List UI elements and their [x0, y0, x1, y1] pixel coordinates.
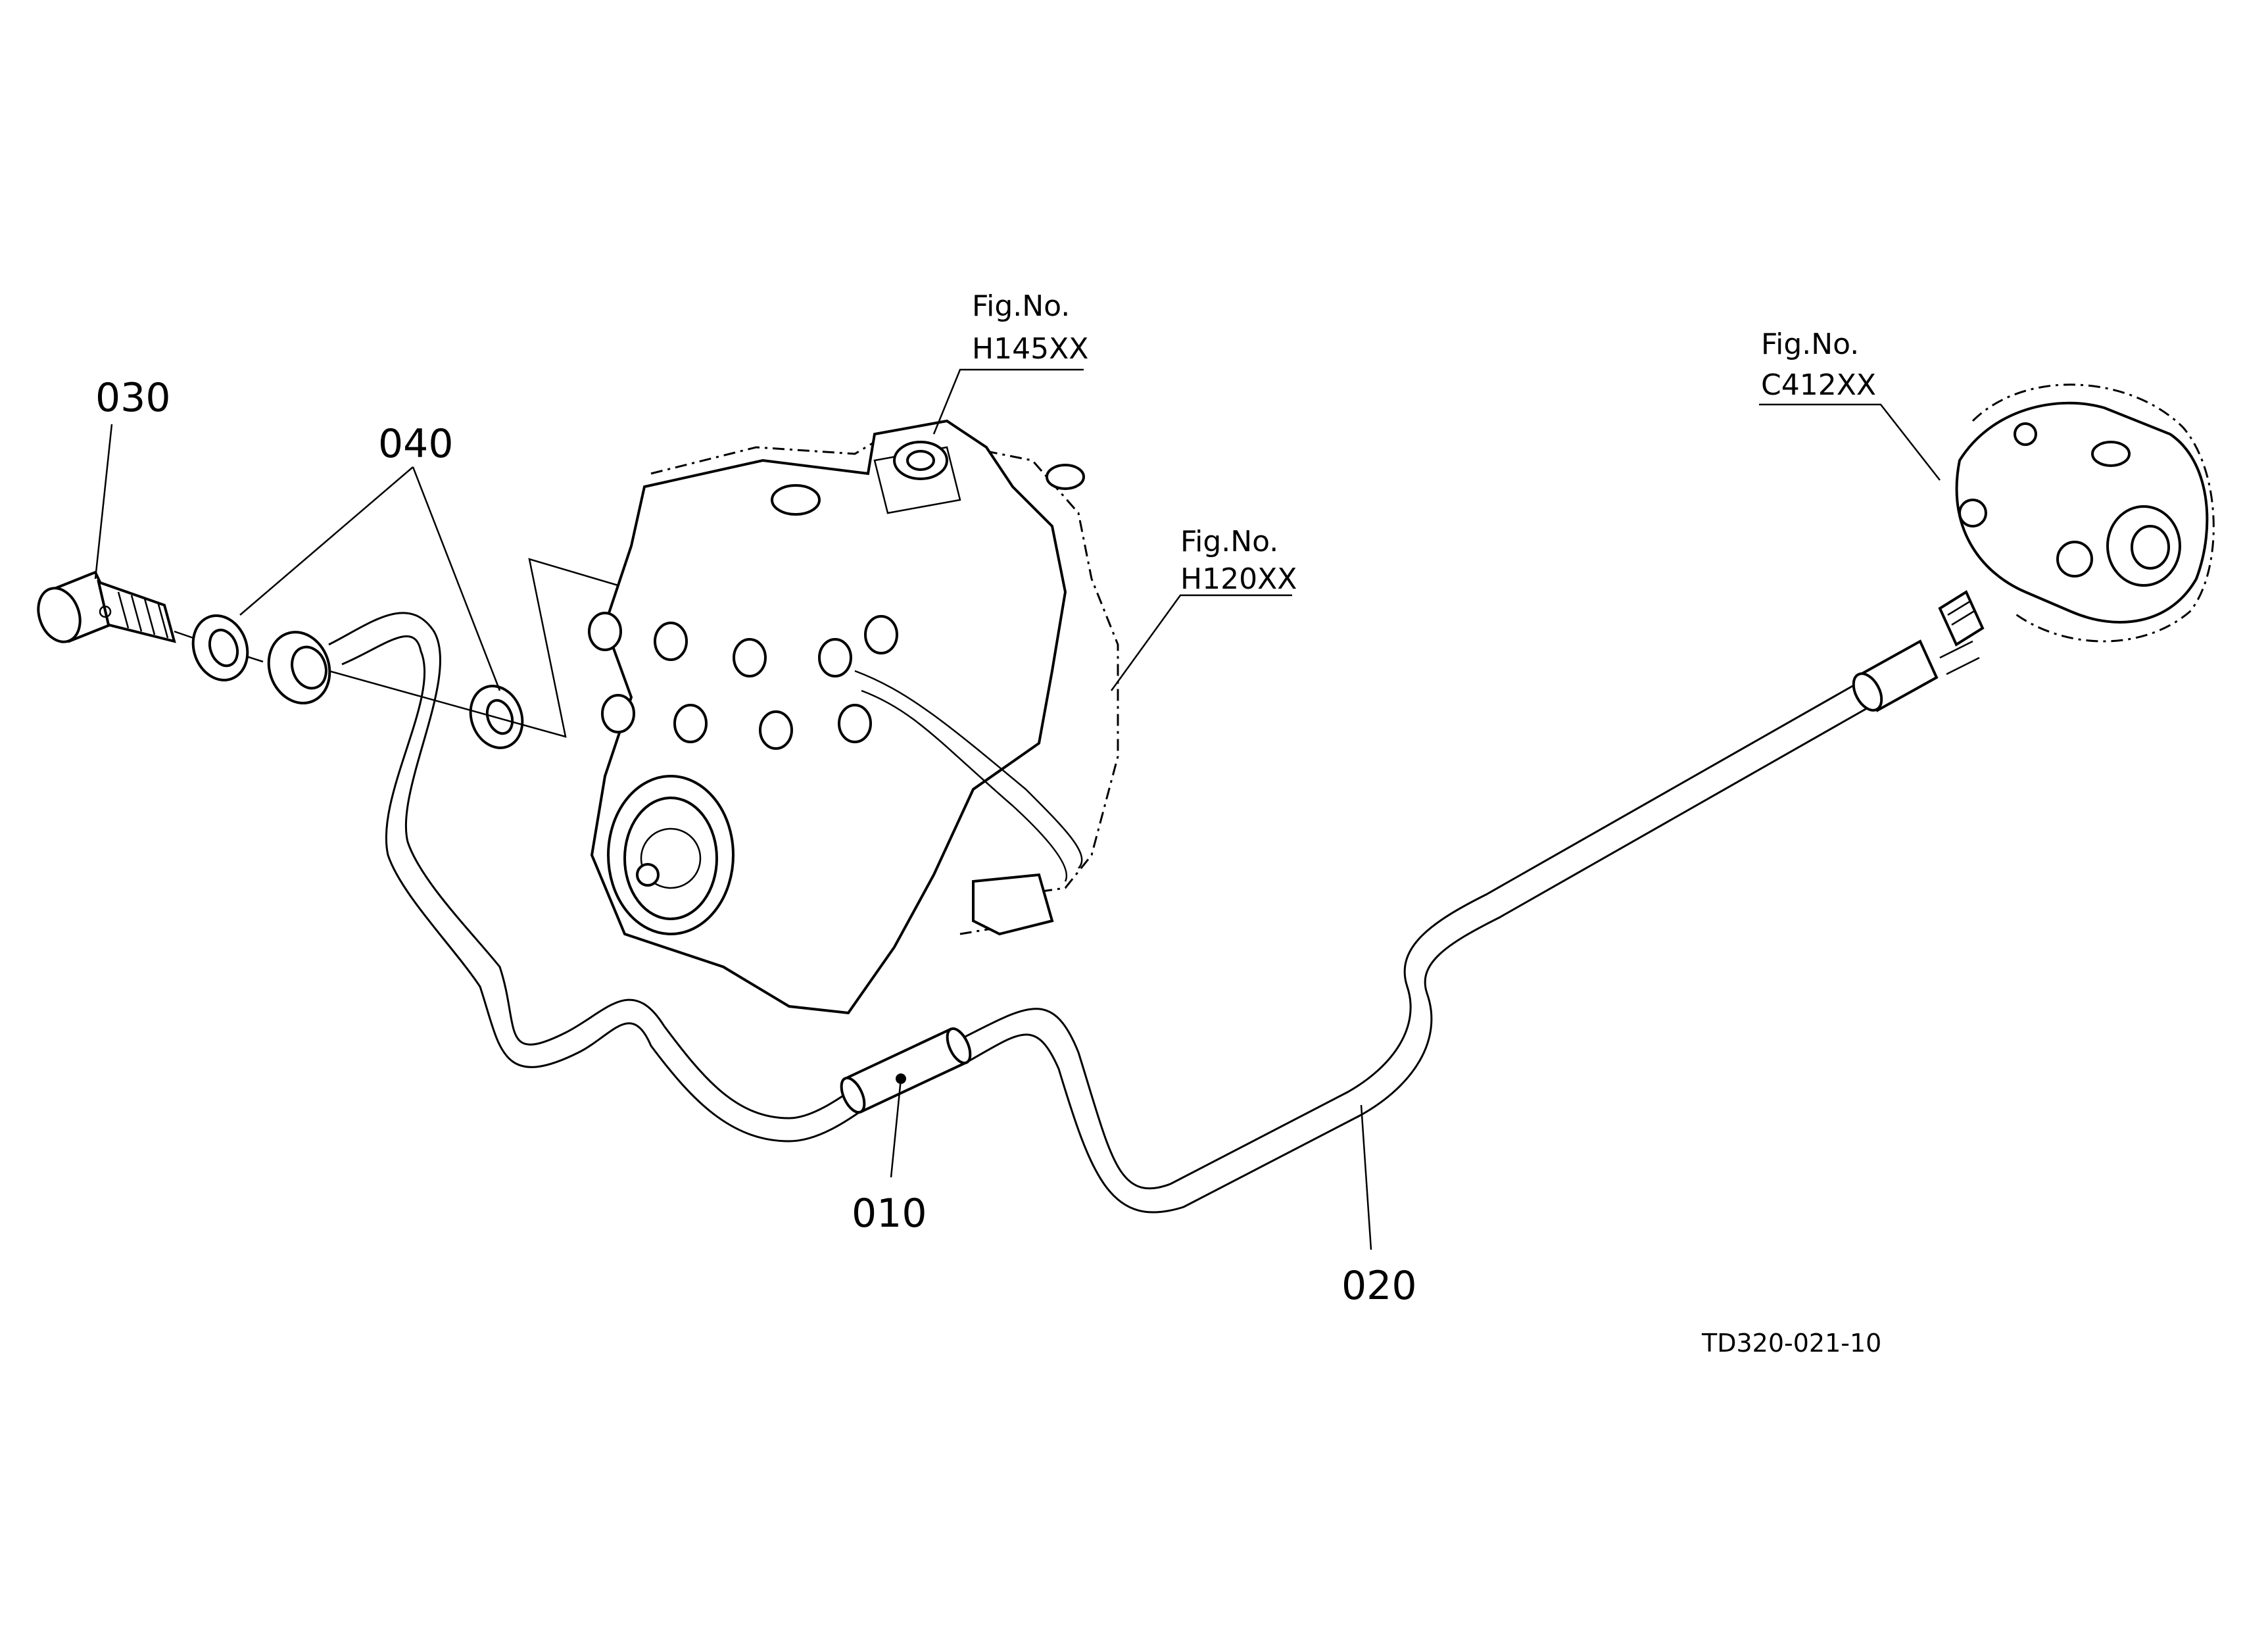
banjo-bolt: [37, 570, 176, 643]
ref-right-prefix: Fig.No.: [1761, 328, 1859, 361]
pipe-banjo-eye: [267, 631, 331, 704]
pipe-nut: [1852, 639, 1980, 712]
callout-020: 020: [1341, 1263, 1417, 1309]
ref-pump-code: H145XX: [972, 332, 1088, 366]
pipe-sleeve: [840, 1027, 972, 1114]
washer-left: [191, 614, 249, 681]
ref-pump-prefix: Fig.No.: [972, 289, 1070, 323]
pump-bolts: [588, 612, 898, 750]
callout-010: 010: [852, 1191, 927, 1237]
ref-gear-code: H120XX: [1180, 562, 1297, 596]
leader-lines: [94, 368, 1941, 1250]
hydraulic-pump: [588, 419, 1119, 1015]
right-component: [1938, 383, 2215, 647]
assembly-line: [328, 558, 619, 738]
ref-right-code: C412XX: [1761, 368, 1876, 402]
callout-030: 030: [95, 375, 171, 421]
drawing-number: TD320-021-10: [1701, 1329, 1881, 1358]
callout-040: 040: [378, 421, 454, 467]
pipe-assembly: [328, 612, 1881, 1214]
ref-gear-prefix: Fig.No.: [1180, 525, 1278, 558]
